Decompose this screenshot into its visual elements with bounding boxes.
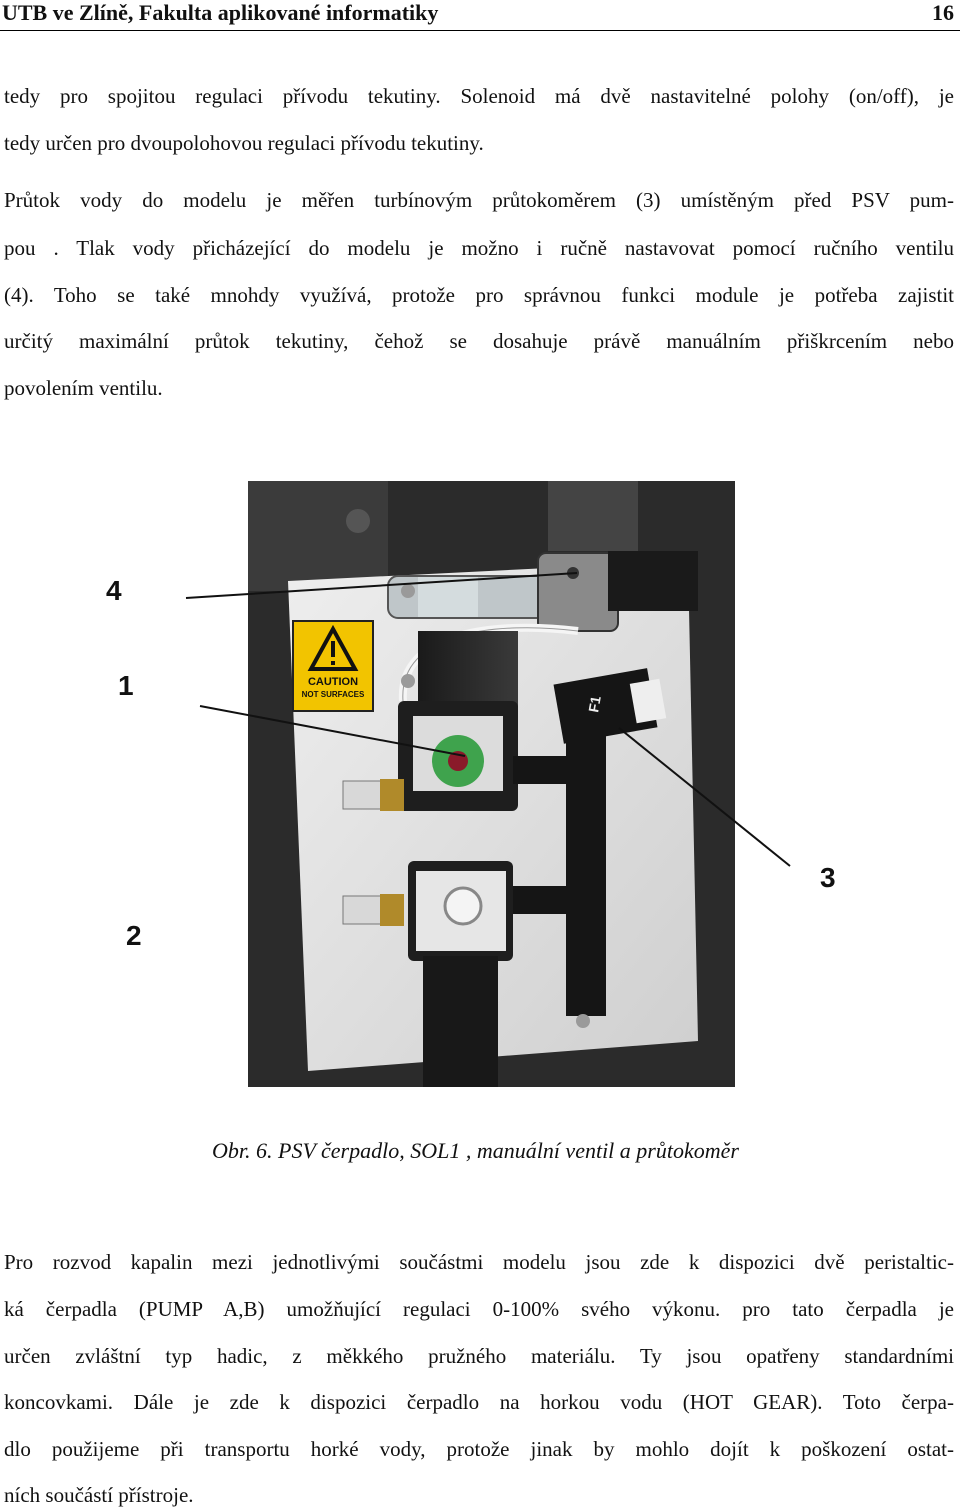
callout-4: 4: [106, 575, 122, 606]
flowmeter-label: F1: [585, 694, 604, 713]
text-line: tedy určen pro dvoupolohovou regulaci př…: [4, 131, 484, 155]
text-line: Průtok vody do modelu je měřen turbínový…: [4, 188, 954, 212]
text-line: (4). Toho se také mnohdy využívá, protož…: [4, 283, 954, 307]
figure-caption: Obr. 6. PSV čerpadlo, SOL1 , manuální ve…: [212, 1138, 739, 1163]
text-line: koncovkami. Dále je zde k dispozici čerp…: [4, 1390, 954, 1414]
figure-photo: CAUTION NOT SURFACES F1: [248, 481, 735, 1087]
callout-3: 3: [820, 862, 836, 893]
text-line: pou . Tlak vody přicházející do modelu j…: [4, 236, 954, 260]
callout-1: 1: [118, 670, 134, 701]
page-number: 16: [932, 0, 954, 25]
header-title: UTB ve Zlíně, Fakulta aplikované informa…: [2, 0, 439, 25]
callout-2: 2: [126, 920, 142, 951]
callout-line-1: [199, 705, 466, 757]
text-line: dlo použijeme při transportu horké vody,…: [4, 1437, 954, 1461]
text-line: povolením ventilu.: [4, 376, 163, 400]
page-header: UTB ve Zlíně, Fakulta aplikované informa…: [0, 0, 960, 31]
text-line: ních součástí přístroje.: [4, 1483, 194, 1507]
caution-sublabel: NOT SURFACES: [302, 690, 365, 699]
text-line: určen zvláštní typ hadic, z měkkého pruž…: [4, 1344, 954, 1368]
caution-label: CAUTION: [308, 676, 358, 688]
callout-line-4: [185, 572, 578, 599]
photo-illustration: CAUTION NOT SURFACES F1: [248, 481, 735, 1087]
header-rule: [0, 30, 960, 31]
callout-line-3: [618, 727, 791, 867]
text-line: určitý maximální průtok tekutiny, čehož …: [4, 329, 954, 353]
text-line: ká čerpadla (PUMP A,B) umožňující regula…: [4, 1297, 954, 1321]
text-line: Pro rozvod kapalin mezi jednotlivými sou…: [4, 1250, 954, 1274]
text-line: tedy pro spojitou regulaci přívodu tekut…: [4, 84, 954, 108]
